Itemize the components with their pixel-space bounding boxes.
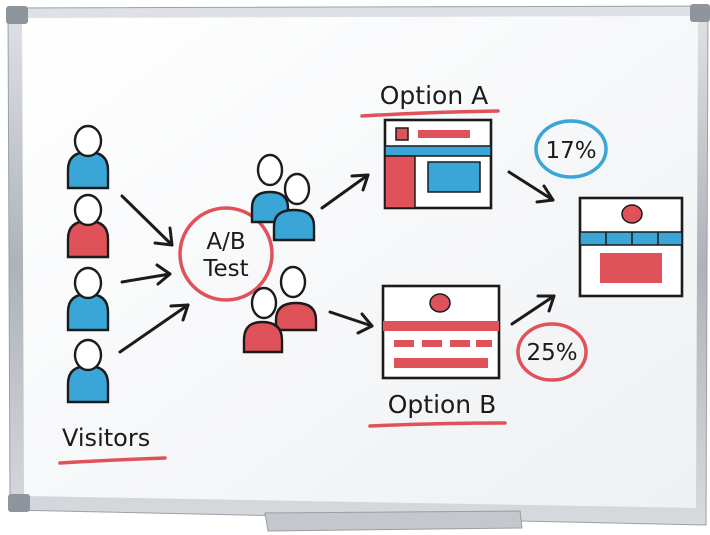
- option-b-label: Option B: [388, 390, 497, 419]
- option-a-underline: [360, 109, 500, 118]
- frame-corner: [690, 4, 710, 22]
- arrow: [510, 294, 556, 326]
- board-surface: [22, 16, 698, 508]
- option-b-mockup: [381, 284, 501, 380]
- visitors-underline: [58, 456, 167, 465]
- pct-b-value: 25%: [526, 340, 577, 366]
- option-a-label: Option A: [380, 81, 488, 110]
- visitors-label: Visitors: [62, 424, 150, 452]
- arrow: [328, 310, 374, 335]
- pct-a-value: 17%: [545, 138, 596, 164]
- visitor-icon: [66, 124, 110, 190]
- arrow: [118, 303, 190, 354]
- pct-b-circle: [516, 322, 588, 382]
- marker-tray: [264, 510, 523, 532]
- pct-a-circle: [534, 119, 608, 179]
- ab-test-circle: [178, 206, 274, 302]
- option-a-mockup: [383, 118, 493, 210]
- arrow: [120, 263, 172, 286]
- group-a-icon: [250, 153, 316, 242]
- group-b-icon: [242, 265, 318, 354]
- frame-corner: [6, 6, 28, 24]
- frame-corner: [8, 494, 30, 512]
- option-b-underline: [368, 421, 507, 428]
- ab-test-label-line1: A/B: [206, 229, 245, 255]
- arrow: [507, 170, 555, 204]
- visitor-icon: [66, 266, 110, 332]
- ab-test-label-line2: Test: [202, 256, 248, 282]
- visitor-icon: [66, 338, 110, 404]
- visitor-icon: [66, 193, 110, 259]
- arrow: [320, 173, 370, 210]
- arrow: [120, 194, 174, 247]
- result-mockup: [578, 196, 684, 298]
